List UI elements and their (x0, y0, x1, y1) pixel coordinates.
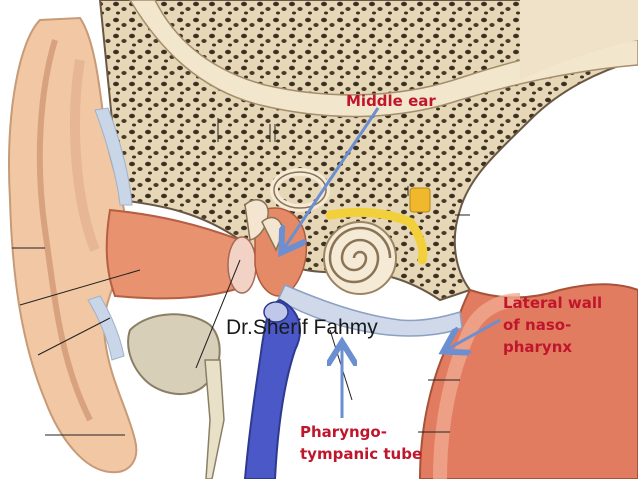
label-lateral-wall-line1: Lateral wall (503, 294, 603, 312)
internal-jugular-vessel (243, 298, 301, 479)
semicircular-canal-outline (273, 171, 327, 209)
auricle-shadow (70, 59, 100, 252)
cochlea-spiral (328, 226, 392, 284)
dura-layer (520, 0, 638, 80)
vestibulocochlear-nerve (325, 207, 428, 265)
vessel-cut-end (263, 301, 289, 323)
label-pharyngotympanic-line1: Pharyngo- (300, 423, 387, 441)
label-middle-ear: Middle ear (346, 92, 436, 110)
watermark-text: Dr.Sherif Fahmy (226, 316, 378, 339)
mandibular-condyle (127, 313, 221, 396)
cartilage-upper (94, 107, 133, 206)
label-lateral-wall-line3: pharynx (503, 338, 573, 356)
bone-cortex (129, 0, 638, 118)
nerve-bundle (409, 187, 431, 213)
pointer-arrows (283, 107, 501, 418)
styloid-process (204, 359, 225, 479)
auricle-fold (36, 39, 93, 422)
cartilage-lower (87, 295, 125, 361)
tympanic-membrane (227, 236, 257, 294)
arrow-lateral-wall (446, 318, 501, 350)
label-pharyngotympanic-line2: tympanic tube (300, 445, 423, 463)
cochlea (323, 221, 397, 295)
arrow-middle-ear (283, 107, 380, 250)
label-lateral-wall-line2: of naso- (503, 316, 572, 334)
malleus (244, 199, 269, 241)
